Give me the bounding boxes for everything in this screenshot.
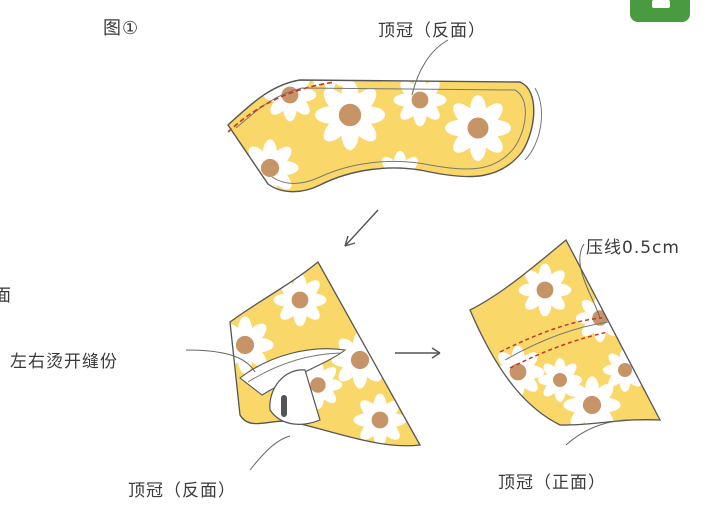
seam-line-top — [227, 81, 336, 133]
label-crown-back-top: 顶冠（反面） — [378, 21, 486, 41]
crown-piece-bottom-right — [469, 238, 662, 426]
label-topstitch: 压线0.5cm — [586, 238, 680, 258]
label-crown-back-bottom: 顶冠（反面） — [128, 481, 236, 501]
leader-topstitch — [579, 243, 601, 319]
leader-bottom-left — [249, 435, 291, 471]
crown-piece-top — [227, 79, 542, 193]
label-press-seam: 左右烫开缝份 — [10, 352, 118, 372]
arrow-down-left-icon — [344, 209, 379, 247]
leader-bottom-right — [565, 419, 641, 446]
topstitch-line-upper — [499, 317, 603, 353]
topstitch-line-lower — [509, 331, 609, 369]
leader-top — [411, 39, 449, 96]
arrow-right-icon — [395, 347, 441, 359]
corner-badge — [630, 0, 690, 22]
leader-press — [185, 349, 256, 373]
label-cut-edge: 面 — [0, 286, 12, 306]
label-crown-front: 顶冠（正面） — [498, 473, 606, 493]
crown-piece-bottom-left — [229, 261, 422, 447]
iron-icon — [269, 369, 321, 425]
figure-label: 图① — [103, 18, 140, 39]
